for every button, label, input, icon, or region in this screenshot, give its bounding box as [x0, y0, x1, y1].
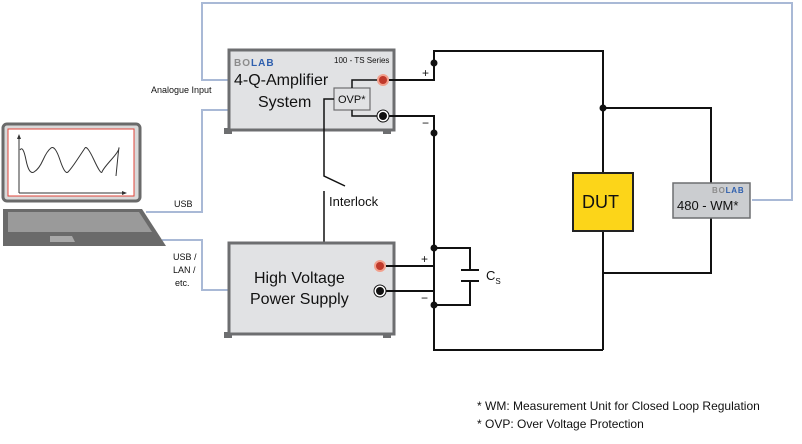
footnote-ovp: * OVP: Over Voltage Protection	[477, 417, 644, 431]
capacitor-label: CS	[486, 268, 501, 286]
wm-label: 480 - WM*	[677, 198, 738, 213]
power-supply-title-line2: Power Supply	[250, 291, 349, 308]
amp-minus-label: −	[422, 116, 429, 130]
amp-plus-label: +	[422, 66, 429, 80]
power-supply-device	[224, 241, 396, 338]
interlock-label: Interlock	[329, 194, 379, 209]
usb-lan-wire	[162, 239, 228, 291]
laptop-icon	[1, 122, 166, 246]
power-wires	[386, 50, 712, 351]
wm-brand-logo: BOLAB	[712, 186, 744, 195]
measurement-unit-box	[672, 182, 751, 219]
amplifier-series-label: 100 - TS Series	[334, 56, 389, 65]
dut-box	[572, 172, 634, 232]
dut-label: DUT	[582, 192, 619, 212]
amplifier-title-line2: System	[258, 94, 311, 111]
analogue-input-label: Analogue Input	[151, 85, 212, 95]
usb-lan-label-line1: USB /	[173, 252, 197, 262]
usb-wire	[146, 109, 228, 213]
footnote-wm: * WM: Measurement Unit for Closed Loop R…	[477, 399, 760, 413]
junction-dots	[430, 59, 607, 309]
ovp-label: OVP*	[338, 94, 366, 106]
usb-label: USB	[174, 199, 193, 209]
psu-plus-label: +	[421, 252, 428, 266]
interlock-wire-top	[323, 98, 346, 187]
psu-minus-label: −	[421, 291, 428, 305]
usb-lan-label-line3: etc.	[175, 278, 190, 288]
sine-wave-icon	[19, 147, 120, 177]
signal-wires	[146, 2, 793, 291]
usb-lan-label-line2: LAN /	[173, 265, 196, 275]
feedback-wire	[201, 2, 793, 201]
power-supply-title-line1: High Voltage	[254, 270, 345, 287]
amplifier-brand-logo: BOLAB	[234, 58, 275, 69]
amplifier-title-line1: 4-Q-Amplifier	[234, 72, 329, 89]
